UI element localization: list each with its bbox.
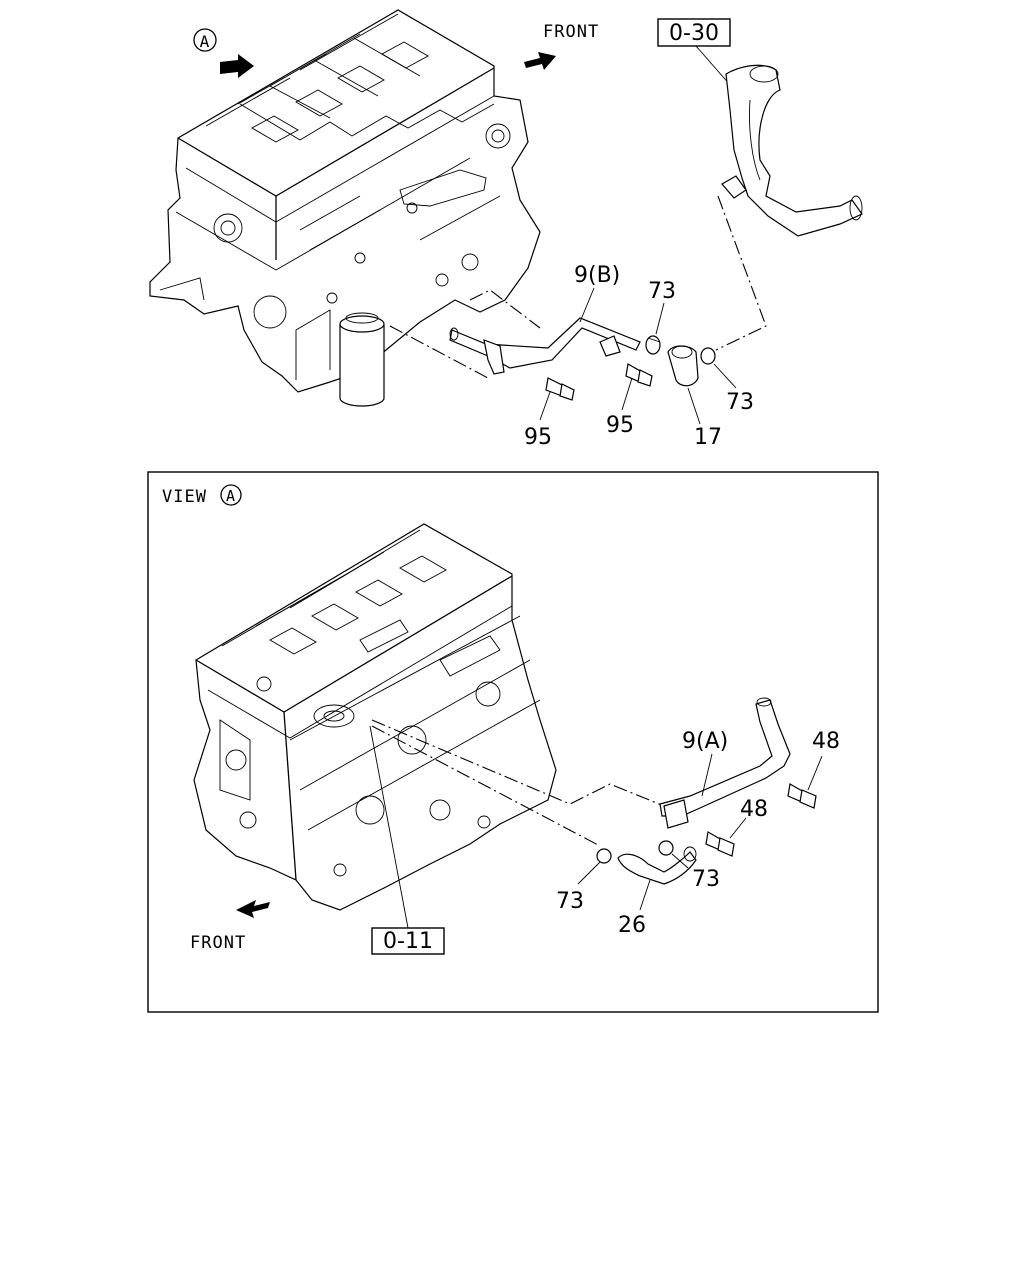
ref-box-0-30: 0-30: [657, 18, 731, 47]
front-label-view-a: FRONT: [190, 933, 246, 953]
front-arrow-icon: [524, 52, 556, 70]
engine-block-top: [149, 9, 541, 393]
clamp-73-left: [596, 848, 612, 864]
svg-text:0-11: 0-11: [383, 929, 433, 954]
oil-filter: [339, 312, 385, 407]
svg-text:0-30: 0-30: [669, 21, 719, 46]
callout-73-left: 73: [556, 889, 584, 914]
view-title-marker: A: [220, 484, 242, 506]
clamp-73-right: [658, 840, 674, 856]
engine-block-view-a: [193, 523, 557, 911]
clamp-73-upper: [645, 335, 661, 355]
callout-48-lower: 48: [740, 797, 768, 822]
callout-48-upper: 48: [812, 729, 840, 754]
view-a-arrow-icon: [220, 54, 254, 78]
top-view: A FRONT 0-30: [149, 9, 863, 450]
clamp-73-lower: [700, 347, 716, 365]
view-a-frame: [147, 471, 879, 1013]
callout-73-right: 73: [692, 867, 720, 892]
callout-9a: 9(A): [682, 729, 728, 754]
svg-text:A: A: [226, 487, 236, 505]
water-pipe-9b: [449, 317, 641, 375]
callout-9b: 9(B): [574, 263, 620, 288]
view-title: VIEW: [162, 487, 207, 507]
ref-box-0-11: 0-11: [371, 927, 445, 955]
bolt-48-upper: [787, 783, 817, 809]
front-arrow-icon-view-a: [236, 900, 270, 918]
view-a-marker: A: [193, 28, 217, 52]
upper-water-pipe: [721, 64, 863, 237]
svg-text:A: A: [200, 32, 211, 51]
hose-26: [617, 846, 697, 885]
callout-17: 17: [694, 425, 722, 450]
water-pipe-9a: [659, 697, 791, 829]
callout-73-lower: 73: [726, 390, 754, 415]
front-label: FRONT: [543, 22, 599, 42]
callout-73-upper: 73: [648, 279, 676, 304]
callout-95-right: 95: [606, 413, 634, 438]
bolt-48-lower: [705, 831, 735, 857]
callout-95-left: 95: [524, 425, 552, 450]
callout-26: 26: [618, 913, 646, 938]
bolt-95-left: [545, 377, 575, 401]
hose-17: [667, 345, 699, 387]
bolt-95-right: [625, 363, 653, 387]
bottom-view: VIEW A: [147, 471, 879, 1013]
